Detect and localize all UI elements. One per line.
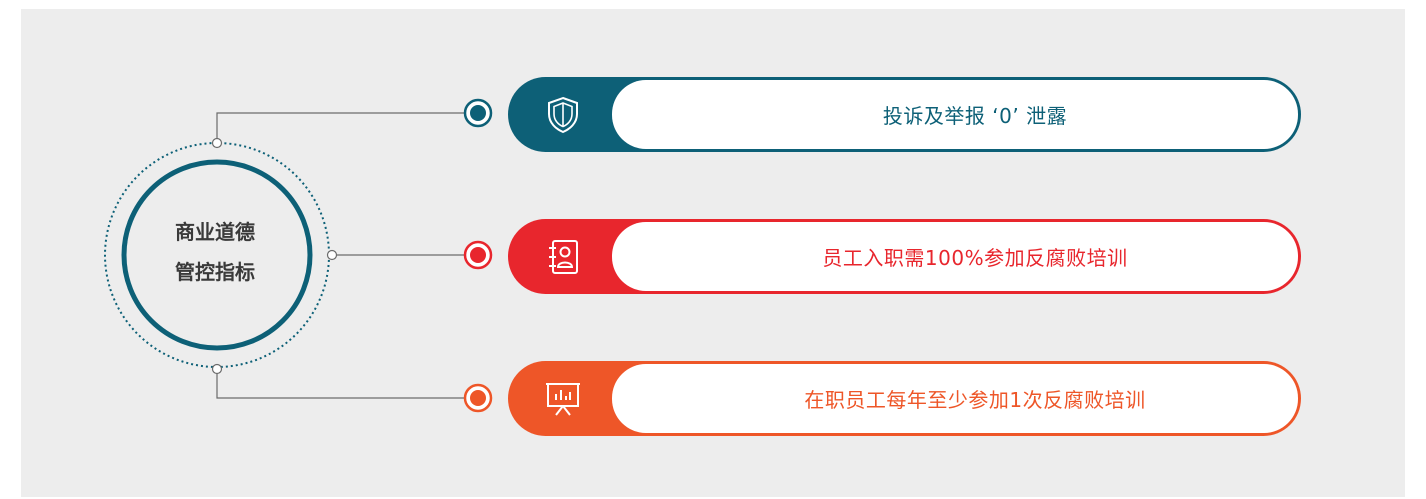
- contact-book-icon: [508, 219, 618, 294]
- bullet-marker-1: [463, 98, 493, 128]
- indicator-label-3: 在职员工每年至少参加1次反腐败培训: [804, 388, 1146, 412]
- indicator-label-2: 员工入职需100%参加反腐败培训: [822, 246, 1128, 270]
- junction-dot-2: [326, 249, 338, 261]
- bullet-marker-2: [463, 240, 493, 270]
- connector-line-1: [216, 112, 464, 143]
- shield-icon: [508, 77, 618, 152]
- center-title: 商业道德 管控指标: [120, 212, 310, 292]
- bullet-marker-3: [463, 383, 493, 413]
- indicator-pill-1: 投诉及举报 ‘0’ 泄露: [508, 77, 1301, 152]
- center-title-line-2: 管控指标: [175, 260, 255, 284]
- indicator-pill-3: 在职员工每年至少参加1次反腐败培训: [508, 361, 1301, 436]
- presentation-chart-icon: [508, 361, 618, 436]
- indicator-pill-2-body: 员工入职需100%参加反腐败培训: [612, 222, 1298, 291]
- indicator-label-1: 投诉及举报 ‘0’ 泄露: [882, 104, 1068, 128]
- connector-line-3: [216, 371, 464, 399]
- indicator-pill-1-body: 投诉及举报 ‘0’ 泄露: [612, 80, 1298, 149]
- center-title-line-1: 商业道德: [175, 220, 255, 244]
- inner-ring: [121, 159, 313, 351]
- indicator-pill-2: 员工入职需100%参加反腐败培训: [508, 219, 1301, 294]
- junction-dot-1: [211, 137, 223, 149]
- junction-dot-3: [211, 363, 223, 375]
- indicator-pill-3-body: 在职员工每年至少参加1次反腐败培训: [612, 364, 1298, 433]
